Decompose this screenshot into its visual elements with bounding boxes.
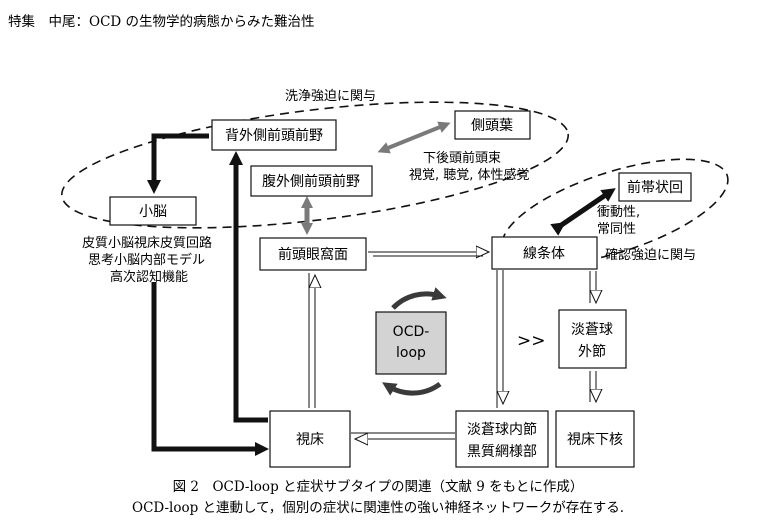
- vlpfc-label: 腹外側前頭前野: [262, 173, 360, 190]
- ocd-loop-label-1: OCD-: [393, 324, 430, 340]
- thalamus-box: [269, 410, 351, 468]
- washing-ellipse: [61, 101, 569, 229]
- gpi-box: [455, 410, 549, 468]
- striatum-acc-arrow: [550, 188, 616, 236]
- stn-box: [555, 410, 635, 468]
- ocd-loop-label-2: loop: [396, 345, 426, 361]
- dlpfc-box: [211, 119, 337, 151]
- cerebellum-note-2: 思考小脳内部モデル: [88, 252, 205, 268]
- gpe-label-1: 淡蒼球: [571, 322, 613, 338]
- washing-label: 洗浄強迫に関与: [285, 89, 376, 104]
- thalamus-to-dlpfc-arrow: [229, 151, 268, 423]
- loop-arc-top: [391, 287, 447, 310]
- dlpfc-to-cerebellum-arrow: [147, 133, 209, 194]
- acc-box: [618, 172, 692, 202]
- thalamus-label: 視床: [296, 432, 324, 448]
- cerebellum-to-thalamus-arrow: [151, 282, 269, 456]
- figure-caption-title: 図 2 OCD-loop と症状サブタイプの関連（文献 9 をもとに作成）: [173, 478, 584, 495]
- double-chevron: >>: [517, 331, 546, 351]
- figure-caption-description: OCD-loop と連動して，個別の症状に関連性の強い神経ネットワークが存在する…: [132, 500, 624, 516]
- fasciculus-note-1: 下後頭前頭束: [423, 150, 501, 166]
- acc-label: 前帯状回: [627, 179, 683, 196]
- temporal-label: 側頭葉: [471, 118, 513, 134]
- acc-note-1: 衝動性,: [597, 205, 640, 220]
- gpe-box: [558, 309, 627, 369]
- fasciculus-note-2: 視覚, 聴覚, 体性感覚: [409, 167, 530, 183]
- cerebellum-note-1: 皮質小脳視床皮質回路: [82, 235, 212, 251]
- ofc-label: 前頭眼窩面: [278, 246, 348, 263]
- dlpfc-label: 背外側前頭前野: [225, 127, 323, 144]
- striatum-label: 線条体: [523, 245, 565, 262]
- cerebellum-label: 小脳: [139, 204, 167, 220]
- gpi-label-1: 淡蒼球内節: [467, 421, 537, 438]
- page-header: 特集 中尾：OCD の生物学的病態からみた難治性: [8, 14, 315, 30]
- loop-arc-bottom: [382, 381, 442, 396]
- ocd-loop-box: [375, 311, 447, 375]
- vlpfc-box: [250, 165, 373, 197]
- gpe-label-2: 外節: [578, 343, 606, 360]
- stn-label: 視床下核: [567, 432, 623, 448]
- acc-note-2: 常同性: [597, 222, 636, 237]
- vlpfc-temporal-arrow: [377, 121, 451, 154]
- cerebellum-box: [109, 196, 197, 226]
- striatum-box: [491, 236, 598, 270]
- ofc-box: [259, 237, 367, 271]
- temporal-box: [454, 110, 531, 140]
- checking-label: 確認強迫に関与: [605, 247, 696, 263]
- gpi-label-2: 黒質網様部: [467, 444, 537, 460]
- cerebellum-note-3: 高次認知機能: [110, 269, 188, 285]
